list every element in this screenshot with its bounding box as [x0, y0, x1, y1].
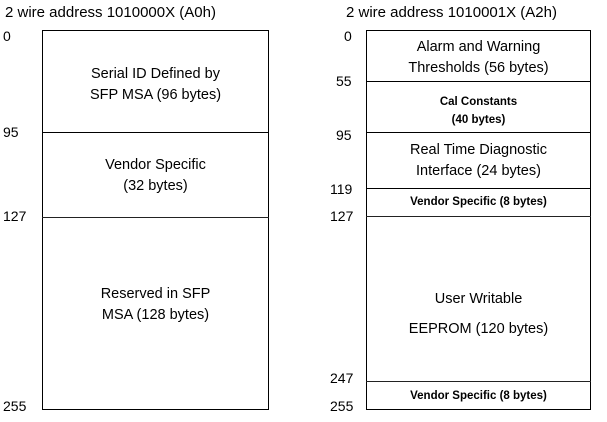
right-address-119: 119: [330, 181, 353, 197]
right-divider-247: [366, 381, 591, 382]
right-map-title: 2 wire address 1010001X (A2h): [346, 4, 557, 21]
right-address-55: 55: [336, 73, 352, 89]
left-region-serial-id-line2: SFP MSA (96 bytes): [89, 87, 222, 103]
right-region-cal-constants-line1: Cal Constants: [439, 96, 518, 108]
left-region-reserved-line1: Reserved in SFP: [100, 286, 211, 302]
right-region-diagnostic-interface: Real Time Diagnostic Interface (24 bytes…: [366, 140, 591, 182]
right-region-diagnostic-interface-line2: Interface (24 bytes): [416, 163, 541, 179]
right-address-247: 247: [330, 370, 354, 386]
left-address-127: 127: [3, 208, 27, 224]
right-region-alarm-thresholds-line1: Alarm and Warning: [416, 39, 541, 55]
left-map-title: 2 wire address 1010000X (A0h): [5, 4, 216, 21]
right-region-vendor-specific-b: Vendor Specific (8 bytes): [366, 387, 591, 405]
right-address-255: 255: [330, 398, 354, 414]
right-address-0: 0: [344, 28, 352, 44]
right-region-vendor-specific-a: Vendor Specific (8 bytes): [366, 193, 591, 211]
right-address-127: 127: [330, 208, 354, 224]
left-address-0: 0: [3, 28, 11, 44]
left-region-vendor-specific-line2: (32 bytes): [123, 178, 188, 194]
right-divider-95: [366, 132, 591, 133]
right-memory-map-box: [366, 30, 591, 410]
right-region-cal-constants: Cal Constants (40 bytes): [366, 93, 591, 129]
left-region-serial-id: Serial ID Defined by SFP MSA (96 bytes): [42, 64, 269, 106]
left-divider-95: [42, 132, 269, 133]
right-region-vendor-specific-b-line1: Vendor Specific (8 bytes): [410, 390, 547, 402]
left-address-95: 95: [3, 124, 19, 140]
right-region-user-eeprom: User Writable EEPROM (120 bytes): [366, 284, 591, 344]
right-region-alarm-thresholds: Alarm and Warning Thresholds (56 bytes): [366, 37, 591, 79]
right-region-cal-constants-line2: (40 bytes): [451, 114, 506, 126]
left-region-reserved-line2: MSA (128 bytes): [101, 307, 210, 323]
right-divider-127: [366, 216, 591, 217]
right-region-alarm-thresholds-line2: Thresholds (56 bytes): [408, 60, 549, 76]
right-divider-55: [366, 81, 591, 82]
right-region-user-eeprom-line1: User Writable: [434, 291, 523, 307]
left-divider-127: [42, 217, 269, 218]
left-region-serial-id-line1: Serial ID Defined by: [91, 66, 220, 82]
right-address-95: 95: [336, 127, 352, 143]
left-region-vendor-specific-line1: Vendor Specific: [105, 157, 206, 173]
right-region-user-eeprom-line2: EEPROM (120 bytes): [408, 321, 549, 337]
left-region-reserved: Reserved in SFP MSA (128 bytes): [42, 284, 269, 326]
right-region-vendor-specific-a-line1: Vendor Specific (8 bytes): [410, 196, 547, 208]
right-divider-119: [366, 188, 591, 189]
left-memory-map-box: [42, 30, 269, 410]
left-region-vendor-specific: Vendor Specific (32 bytes): [42, 155, 269, 197]
left-address-255: 255: [3, 398, 27, 414]
right-region-diagnostic-interface-line1: Real Time Diagnostic: [410, 142, 547, 158]
